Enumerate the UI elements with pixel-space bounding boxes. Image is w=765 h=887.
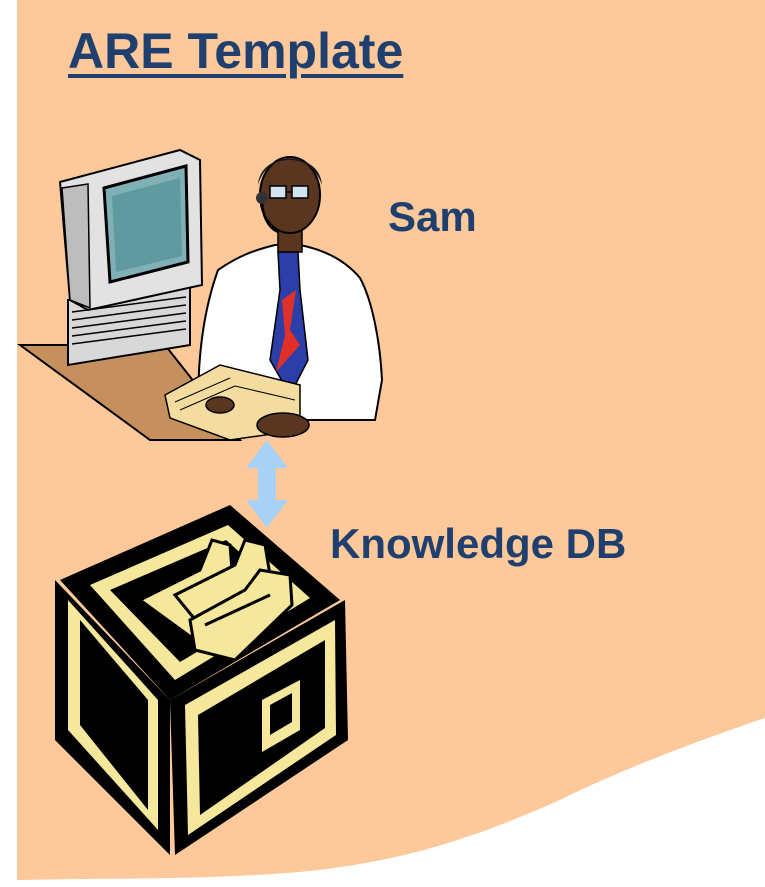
- database-label: Knowledge DB: [330, 520, 627, 567]
- person-label: Sam: [388, 193, 477, 240]
- person-at-computer-icon: [16, 148, 384, 441]
- double-arrow-icon: [246, 440, 288, 528]
- file-cabinet-icon: [55, 505, 348, 855]
- slide-title: ARE Template: [68, 23, 404, 79]
